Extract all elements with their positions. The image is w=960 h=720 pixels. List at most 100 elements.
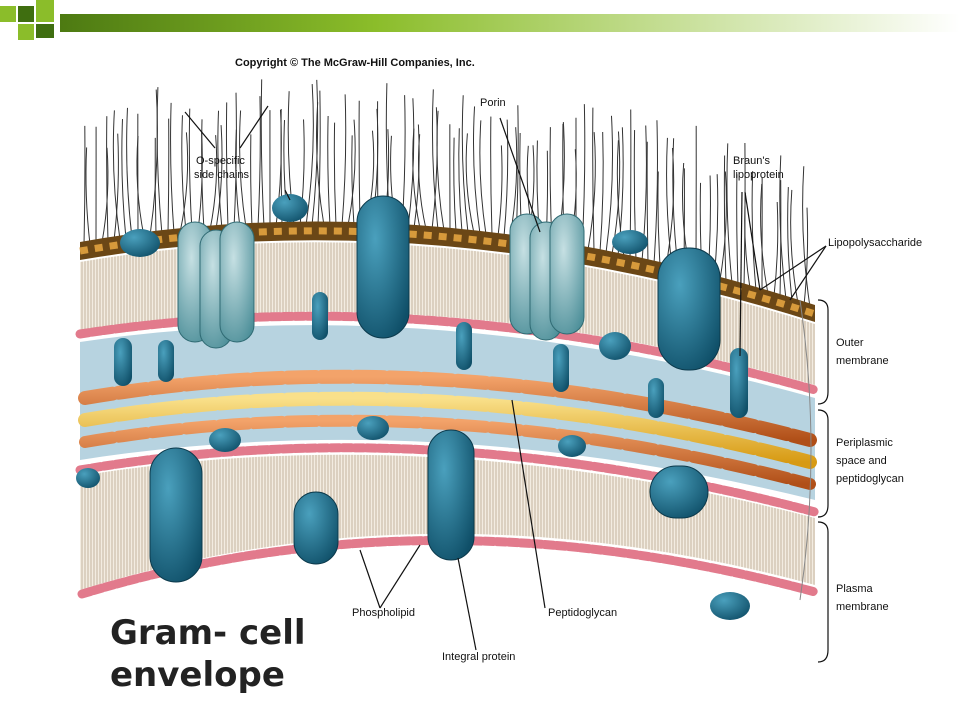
label-plasma: Plasma	[836, 583, 874, 595]
label-integral-protein: Integral protein	[442, 651, 515, 663]
side-chain-strand	[779, 155, 787, 300]
side-chain-strand	[341, 94, 347, 226]
side-chain-strand	[351, 135, 355, 226]
label-plasma-membrane: membrane	[836, 601, 889, 613]
periplasmic-space	[80, 325, 815, 500]
side-chain-strand	[179, 132, 189, 233]
leader-lines	[184, 105, 827, 651]
side-chain-strand	[461, 95, 469, 233]
side-chain-strand	[431, 89, 439, 231]
side-chain-strand	[646, 141, 649, 262]
side-chain-strand	[83, 125, 86, 246]
label-outer-membrane: membrane	[836, 355, 889, 367]
side-chain-strand	[490, 116, 493, 236]
side-chain-strand	[201, 119, 205, 231]
side-chain-strand	[188, 108, 193, 232]
side-chain-strand	[257, 96, 261, 227]
bracket-marks	[817, 299, 829, 663]
side-chain-strand	[305, 84, 314, 226]
side-chain-strand	[760, 183, 769, 294]
side-chain-strand	[233, 92, 237, 229]
porin-left	[177, 221, 255, 349]
label-phospholipid: Phospholipid	[352, 607, 415, 619]
side-chain-strand	[154, 137, 157, 236]
side-chain-strand	[503, 119, 509, 237]
side-chain-strand	[787, 187, 793, 302]
side-chain-strand	[719, 171, 727, 280]
side-chain-strand	[657, 171, 661, 265]
side-chain-strand	[316, 102, 325, 226]
side-chain-strand	[235, 129, 241, 228]
label-space-and: space and	[836, 455, 887, 467]
side-chain-strand	[333, 122, 337, 226]
side-chain-strand	[85, 147, 91, 245]
slide-title: Gram- cell envelope	[110, 612, 370, 696]
side-chain-strand	[327, 116, 331, 226]
side-chain-strand	[136, 136, 145, 237]
side-chain-strand	[112, 110, 121, 240]
plasma-membrane-proteins	[76, 416, 750, 620]
side-chain-strand	[317, 90, 321, 226]
side-chain-strand	[773, 201, 779, 296]
side-chain-strand	[736, 174, 739, 285]
header-squares-icon	[0, 0, 54, 40]
label-lipoprotein: lipoprotein	[733, 169, 784, 181]
side-chain-strand	[592, 107, 595, 251]
side-chain-strand	[465, 133, 475, 234]
side-chain-strand	[106, 116, 109, 242]
side-chain-strand	[417, 134, 427, 230]
side-chain-strand	[790, 189, 799, 304]
header-gradient-bar	[60, 14, 960, 32]
side-chain-strand	[605, 115, 614, 254]
side-chain-strand	[260, 79, 265, 227]
side-chain-strand	[170, 102, 175, 234]
side-chain-strand	[473, 106, 481, 234]
slide-title-line1: Gram- cell	[110, 613, 306, 653]
side-chain-strand	[599, 131, 604, 252]
side-chain-strand	[347, 119, 356, 226]
copyright-text: Copyright © The McGraw-Hill Companies, I…	[235, 57, 475, 69]
cross-section-edge	[799, 299, 812, 601]
side-chain-strand	[497, 145, 503, 237]
side-chain-strand	[217, 110, 223, 230]
slide-title-line2: envelope	[110, 655, 285, 695]
outer-membrane-tails	[80, 242, 815, 385]
side-chain-strand	[803, 207, 809, 306]
side-chain-strand	[167, 118, 170, 234]
side-chain-strand	[436, 110, 445, 231]
side-chain-strand	[215, 125, 223, 230]
brauns-lipoproteins	[114, 292, 748, 418]
label-brauns: Braun's	[733, 155, 770, 167]
side-chain-strand	[479, 120, 487, 235]
slide-header-bar	[0, 0, 960, 40]
label-periplasmic: Periplasmic	[836, 437, 893, 449]
side-chain-strand	[250, 134, 253, 228]
side-chain-strand	[126, 107, 133, 239]
side-chain-strand	[209, 135, 218, 231]
peptidoglycan-layer	[78, 369, 817, 490]
porin-right	[509, 213, 585, 341]
side-chain-strand	[587, 132, 596, 250]
label-o-specific: O-specific	[196, 155, 245, 167]
side-chain-strand	[744, 193, 751, 289]
side-chain-strand	[431, 107, 438, 230]
side-chain-strand	[358, 100, 361, 226]
o-specific-side-chains	[83, 79, 811, 308]
side-chain-strand	[726, 143, 733, 284]
side-chain-strand	[458, 128, 463, 233]
side-chain-strand	[113, 133, 119, 241]
side-chain-strand	[156, 87, 163, 235]
side-chain-strand	[453, 137, 457, 232]
side-chain-strand	[181, 115, 187, 233]
label-side-chains: side chains	[194, 169, 250, 181]
label-porin: Porin	[480, 97, 506, 109]
side-chain-strand	[723, 155, 727, 282]
label-peptidoglycan: Peptidoglycan	[548, 607, 617, 619]
label-outer: Outer	[836, 337, 864, 349]
label-lipopolysaccharide: Lipopolysaccharide	[828, 237, 922, 249]
side-chain-strand	[225, 102, 229, 229]
side-chain-strand	[802, 166, 811, 308]
outer-membrane-proteins	[120, 194, 721, 371]
side-chain-strand	[149, 89, 158, 236]
